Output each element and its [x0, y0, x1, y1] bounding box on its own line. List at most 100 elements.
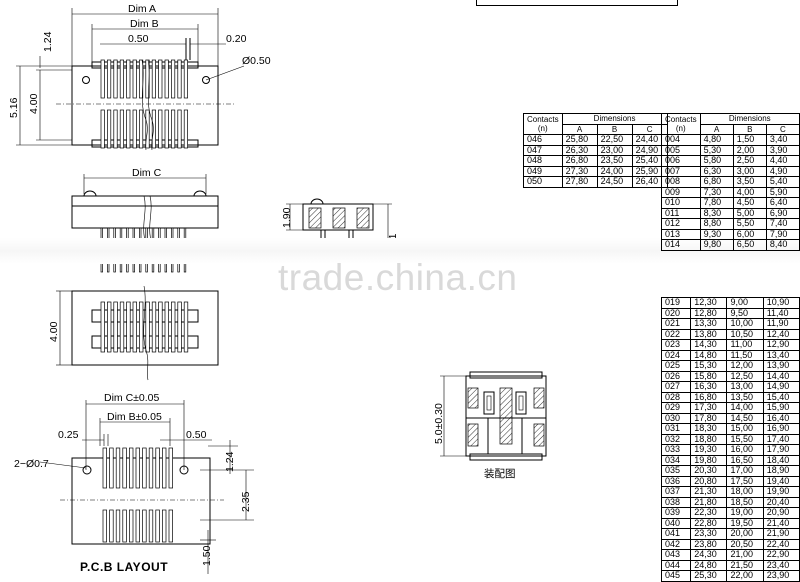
pin [177, 109, 182, 149]
side-h-1-90-label: 1.90 [281, 207, 293, 228]
pin [171, 109, 176, 149]
dimension-cell: 4,80 [699, 134, 734, 146]
contacts-cell: 026 [660, 370, 692, 382]
pcb-w-0-50-label: 0.50 [186, 429, 207, 441]
contacts-cell: 013 [661, 228, 701, 240]
dimension-cell: 22,40 [762, 538, 800, 550]
pin [162, 447, 167, 489]
pcb-dim-c-label: Dim C±0.05 [104, 392, 160, 404]
pin [119, 109, 124, 149]
pin [183, 59, 188, 99]
dimension-cell: 4,00 [732, 186, 767, 198]
dimension-cell: 23,80 [690, 538, 728, 550]
dimension-cell: 5,90 [765, 186, 800, 198]
contacts-cell: 019 [660, 297, 692, 309]
dimension-cell: 20,80 [690, 475, 728, 487]
dimension-cell: 9,80 [699, 239, 734, 251]
dimension-cell: 18,40 [762, 454, 800, 466]
dimension-cell: 18,90 [762, 465, 800, 477]
contacts-cell: 038 [660, 496, 692, 508]
contacts-cell: 036 [660, 475, 692, 487]
pin [164, 59, 169, 99]
pcb-w-0-25-label: 0.25 [58, 429, 79, 441]
pin [113, 59, 118, 99]
dimension-cell: 22,90 [762, 549, 800, 561]
pin [100, 109, 105, 149]
contacts-cell: 010 [661, 197, 701, 209]
dimension-cell: 6,80 [699, 176, 734, 188]
dimension-cell: 17,00 [726, 465, 764, 477]
dimension-cell: 17,30 [690, 402, 728, 414]
pin [151, 301, 157, 353]
dimension-cell: 7,40 [765, 218, 800, 230]
dimension-cell: 11,00 [726, 339, 764, 351]
height-5-16-label: 5.16 [8, 97, 20, 118]
dimension-cell: 26,30 [561, 144, 598, 156]
dimension-cell: 8,30 [699, 207, 734, 219]
pin [151, 59, 156, 99]
pitch-label: 0.50 [128, 33, 149, 45]
contacts-cell: 014 [661, 239, 701, 251]
dimension-cell: 1,50 [732, 134, 767, 146]
section-view: 5.0±0.30 [433, 371, 547, 461]
dimension-cell: 17,40 [762, 433, 800, 445]
dimension-cell: 22,00 [726, 570, 764, 582]
pin [107, 109, 112, 149]
contacts-cell: 009 [661, 186, 701, 198]
dimension-cell: 23,90 [762, 570, 800, 582]
table-right-col-b: B [732, 123, 767, 135]
dimension-cell: 9,50 [726, 307, 764, 319]
contacts-cell: 006 [661, 155, 701, 167]
table-right-col-c: C [765, 123, 800, 135]
contacts-cell: 045 [660, 570, 692, 582]
dimension-cell: 9,30 [699, 228, 734, 240]
pin [158, 301, 163, 353]
dimension-cell: 6,40 [765, 197, 800, 209]
table-left-contacts-header: Contacts (n) [523, 113, 563, 135]
contacts-cell: 032 [660, 433, 692, 445]
pin [132, 59, 137, 99]
pin [129, 447, 134, 489]
dimension-cell: 7,30 [699, 186, 734, 198]
dimension-cell: 13,40 [762, 349, 800, 361]
contacts-cell: 050 [523, 176, 563, 188]
dimension-cell: 24,80 [690, 559, 728, 571]
dimension-cell: 22,80 [690, 517, 728, 529]
dimension-cell: 2,00 [732, 144, 767, 156]
contacts-cell: 008 [661, 176, 701, 188]
table-left-dimensions-header: Dimensions [561, 113, 668, 125]
dimension-cell: 6,30 [699, 165, 734, 177]
pin [139, 109, 144, 149]
pin [132, 109, 137, 149]
table-right-contacts-header: Contacts (n) [661, 113, 701, 135]
dimension-cell: 3,90 [765, 144, 800, 156]
dimension-cell: 4,40 [765, 155, 800, 167]
dimension-cell: 22,30 [690, 507, 728, 519]
dimension-cell: 15,80 [690, 370, 728, 382]
watermark-text: trade.china.cn [278, 257, 518, 298]
dimension-cell: 18,50 [726, 496, 764, 508]
dimension-cell: 5,80 [699, 155, 734, 167]
dimension-cell: 5,40 [765, 176, 800, 188]
dimension-cell: 18,00 [726, 486, 764, 498]
dimension-cell: 20,00 [726, 528, 764, 540]
pin [119, 59, 124, 99]
